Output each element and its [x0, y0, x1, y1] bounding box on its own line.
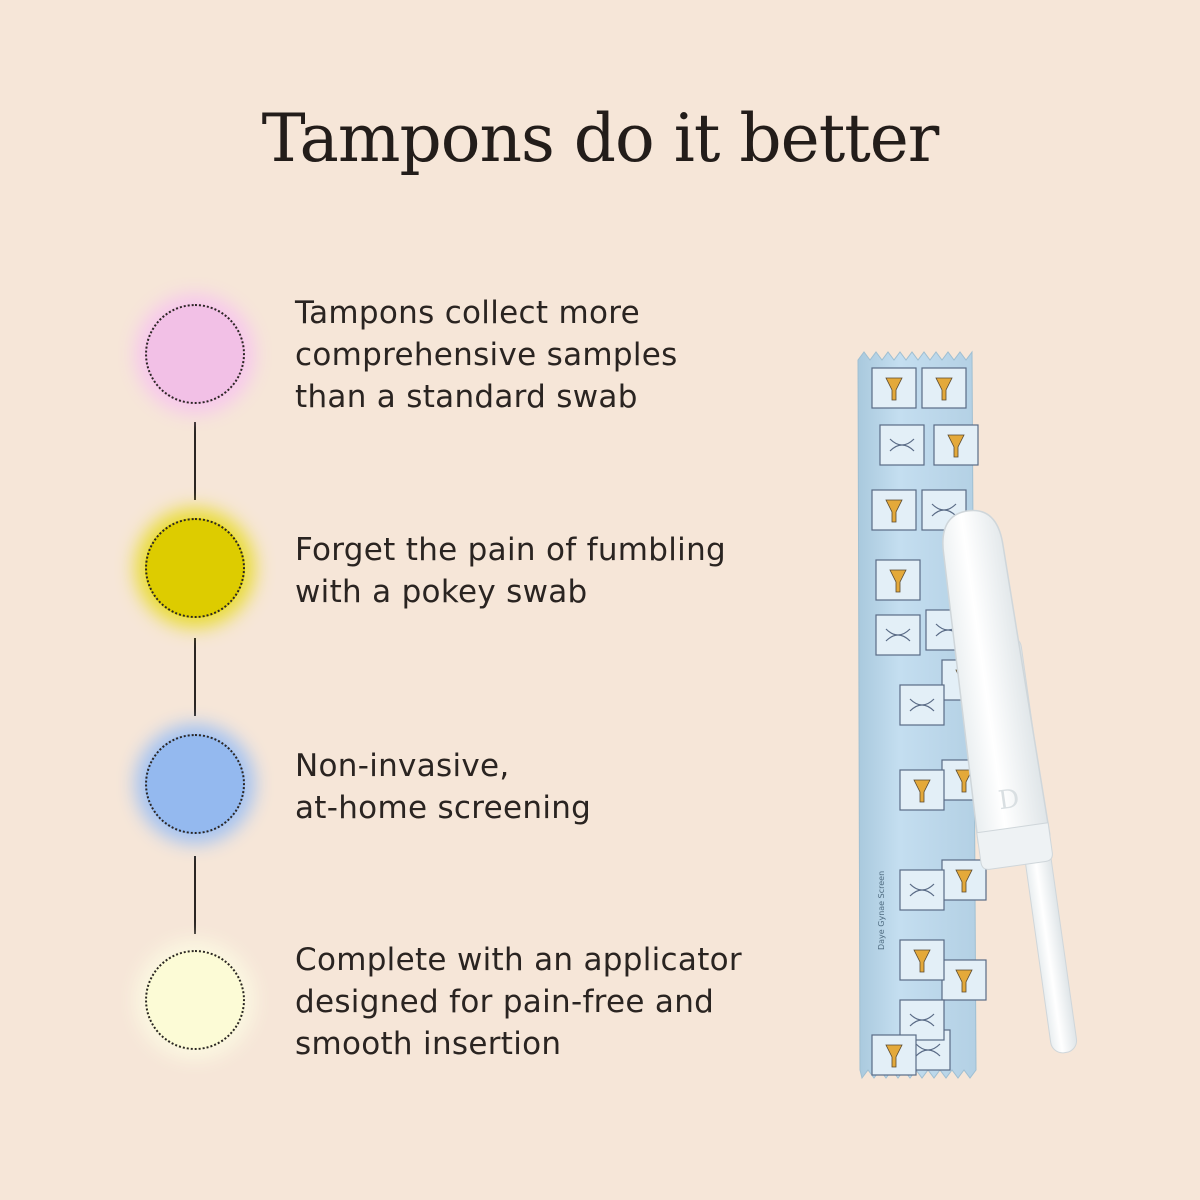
flask-icon: [947, 434, 965, 458]
connector-line: [194, 422, 196, 500]
feature-list: Tampons collect more comprehensive sampl…: [145, 292, 815, 1065]
dna-icon: [885, 628, 911, 642]
dna-icon: [909, 1013, 935, 1027]
flask-icon: [935, 377, 953, 401]
feature-line: with a pokey swab: [295, 574, 588, 610]
flask-icon: [885, 377, 903, 401]
pattern-tile: [941, 859, 987, 901]
dna-icon: [931, 503, 957, 517]
wrapper-label: Daye Gynae Screen: [877, 871, 886, 950]
dna-icon: [889, 438, 915, 452]
dna-icon: [915, 1043, 941, 1057]
applicator-logo: D: [997, 784, 1022, 817]
feature-line: than a standard swab: [295, 379, 638, 415]
feature-text: Complete with an applicator designed for…: [295, 939, 815, 1065]
feature-line: smooth insertion: [295, 1026, 562, 1062]
dna-icon: [909, 883, 935, 897]
feature-line: Complete with an applicator: [295, 942, 742, 978]
flask-icon: [885, 1044, 903, 1068]
pattern-tile: [875, 614, 921, 656]
feature-line: Forget the pain of fumbling: [295, 532, 726, 568]
tampon-applicator: D: [942, 509, 1078, 1054]
flask-icon: [955, 969, 973, 993]
wrapper-pattern: [871, 367, 987, 1076]
flask-icon: [889, 569, 907, 593]
feature-line: Tampons collect more: [295, 295, 640, 331]
tampon-wrapper: Daye Gynae Screen D: [857, 350, 1078, 1080]
feature-dot-cream: [145, 950, 245, 1050]
feature-line: comprehensive samples: [295, 337, 678, 373]
feature-dot-blue: [145, 734, 245, 834]
feature-line: Non-invasive,: [295, 748, 510, 784]
flask-icon: [913, 779, 931, 803]
feature-text: Non-invasive, at-home screening: [295, 745, 815, 829]
feature-text: Tampons collect more comprehensive sampl…: [295, 292, 815, 418]
connector-line: [194, 856, 196, 934]
feature-dot-yellow: [145, 518, 245, 618]
feature-text: Forget the pain of fumbling with a pokey…: [295, 529, 815, 613]
page-title: Tampons do it better: [261, 100, 940, 177]
feature-line: designed for pain-free and: [295, 984, 715, 1020]
pattern-tile: [899, 684, 945, 726]
flask-icon: [913, 949, 931, 973]
feature-line: at-home screening: [295, 790, 592, 826]
product-image: Daye Gynae Screen D: [830, 340, 1160, 1100]
flask-icon: [955, 869, 973, 893]
feature-dot-pink: [145, 304, 245, 404]
connector-line: [194, 638, 196, 716]
dna-icon: [909, 698, 935, 712]
flask-icon: [885, 499, 903, 523]
